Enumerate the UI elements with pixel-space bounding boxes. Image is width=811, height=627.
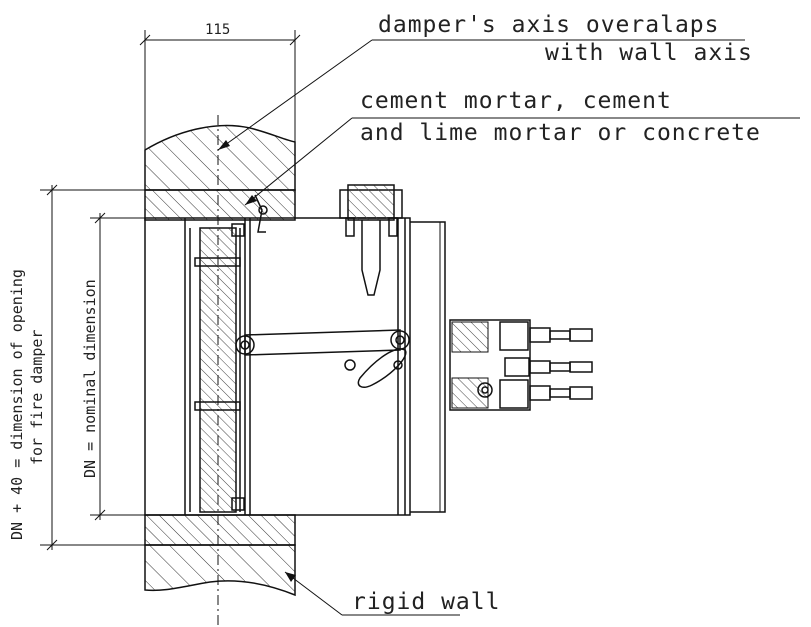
dimension-dn40 — [40, 184, 145, 551]
actuator — [449, 319, 593, 411]
dimension-dn — [90, 212, 190, 521]
mortar-note-line1: cement mortar, cement — [360, 88, 672, 114]
wall-top — [144, 124, 296, 221]
nominal-dimension-label: DN = nominal dimension — [81, 279, 99, 478]
lever-arm — [235, 329, 410, 388]
mortar-note-line2: and lime mortar or concrete — [360, 120, 761, 146]
axis-note-line1: damper's axis overalaps — [378, 12, 720, 38]
axis-note-line2: with wall axis — [545, 40, 753, 66]
opening-dimension-label-line2: for fire damper — [28, 330, 46, 465]
top-mechanism — [254, 184, 403, 296]
opening-dimension-label-line1: DN + 40 = dimension of opening — [8, 269, 26, 540]
leader-axis — [217, 39, 745, 151]
wall-bottom — [144, 514, 296, 597]
leader-mortar — [244, 117, 800, 206]
dimension-115 — [139, 30, 301, 150]
dimension-115-label: 115 — [205, 22, 230, 38]
leader-rigid-wall — [284, 571, 460, 616]
rigid-wall-label: rigid wall — [352, 589, 500, 615]
damper-body — [144, 217, 446, 516]
damper-blade — [189, 223, 245, 513]
